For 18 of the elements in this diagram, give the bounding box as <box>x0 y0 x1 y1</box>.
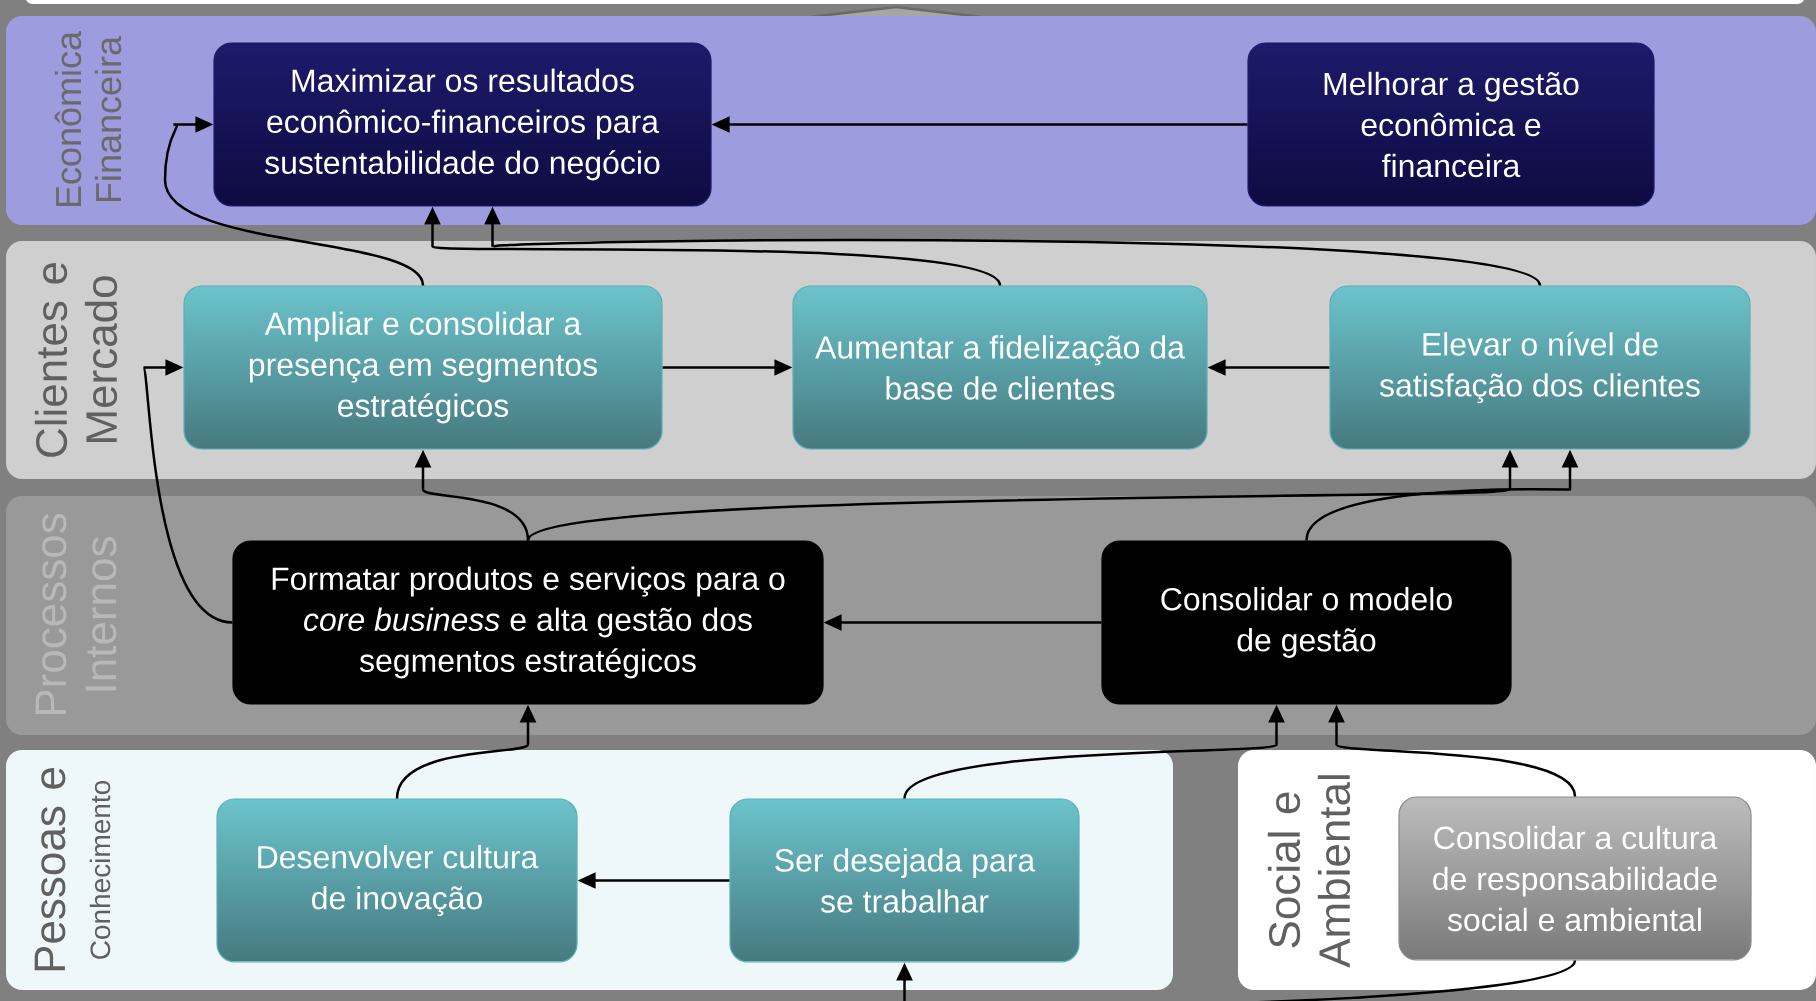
arrow <box>896 959 1576 1001</box>
objective-box: Consolidar o modelo de gestão <box>1101 540 1512 705</box>
objective-box: Consolidar a cultura de responsabilidade social e ambiental <box>1398 796 1752 961</box>
objective-box: Ser desejada para se trabalhar <box>729 798 1080 963</box>
band-heading: Clientes e Mercado <box>34 262 118 457</box>
objective-box: Formatar produtos e serviços para o core business e alta gestão dos segmentos estratégicos <box>232 540 824 705</box>
objective-box: Desenvolver cultura de inovação <box>216 798 578 963</box>
objective-box: Elevar o nível de satisfação dos clientes <box>1329 285 1751 450</box>
arrow <box>163 116 425 286</box>
objective-box: Maximizar os resultados econômico-financeiros para sustentabilidade do negócio <box>213 42 712 207</box>
band-heading: Pessoas e <box>34 768 66 971</box>
objective-box: Melhorar a gestão econômica e financeira <box>1247 42 1655 207</box>
arrow <box>142 359 233 624</box>
objective-box: Ampliar e consolidar a presença em segmentos estratégicos <box>183 285 663 450</box>
band-heading: Econômica Financeira <box>54 31 122 207</box>
band-heading: Social e Ambiental <box>1267 775 1351 968</box>
objective-box: Aumentar a fidelização da base de clientes <box>792 285 1208 450</box>
band-heading: Conhecimento <box>89 780 111 959</box>
